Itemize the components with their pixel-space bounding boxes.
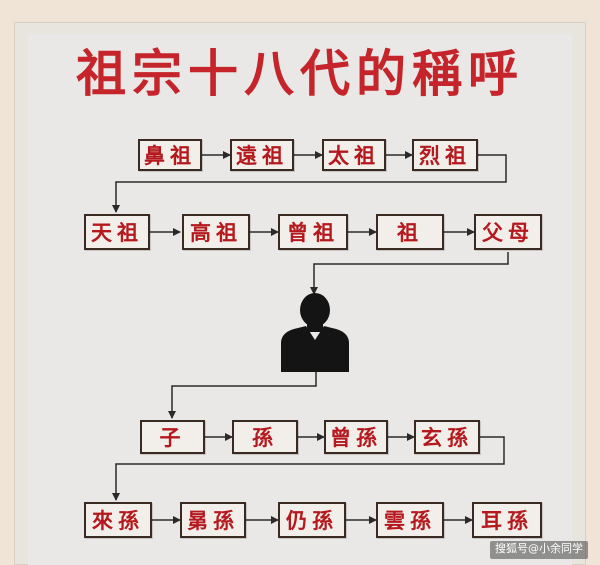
generation-box-yuanzu: 遠祖 xyxy=(230,139,294,171)
generation-box-bizu: 鼻祖 xyxy=(138,139,202,171)
generation-box-sun: 孫 xyxy=(232,420,298,454)
generation-box-yunsun: 雲孫 xyxy=(376,502,444,538)
arrow xyxy=(310,252,509,295)
generation-box-zi: 子 xyxy=(140,420,205,454)
generation-box-taizu: 太祖 xyxy=(322,139,386,171)
generation-box-fumu: 父母 xyxy=(474,214,542,250)
generation-box-xuansun: 玄孫 xyxy=(414,420,480,454)
generation-box-tianzu: 天祖 xyxy=(84,214,150,250)
arrow xyxy=(112,436,505,501)
generation-box-ersun: 耳孫 xyxy=(472,502,542,538)
generation-box-laisun: 來孫 xyxy=(84,502,152,538)
diagram-title: 祖宗十八代的稱呼 xyxy=(76,44,524,103)
watermark: 搜狐号@小余同学 xyxy=(490,541,588,559)
generation-box-gaozu: 高祖 xyxy=(182,214,250,250)
generation-box-kunsun: 晜孫 xyxy=(180,502,246,538)
generation-box-zengsun: 曾孫 xyxy=(324,420,388,454)
generation-box-liezu: 烈祖 xyxy=(412,139,478,171)
generation-box-rengsun: 仍孫 xyxy=(278,502,346,538)
diagram-panel xyxy=(28,34,572,565)
person-silhouette-icon xyxy=(281,293,349,372)
generation-box-zu: 祖 xyxy=(376,214,444,250)
arrow xyxy=(168,372,317,419)
arrow xyxy=(112,154,507,213)
generation-box-zengzu: 曾祖 xyxy=(278,214,348,250)
